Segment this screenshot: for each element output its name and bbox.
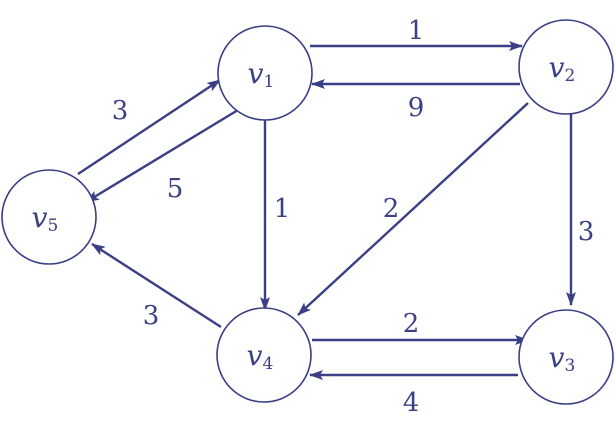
node-label-v4: v4 xyxy=(247,339,274,374)
edge-weight-v3-to-v4: 4 xyxy=(403,388,420,418)
node-circle-v5 xyxy=(1,169,97,265)
node-circle-v3 xyxy=(518,309,614,405)
edge-weight-v2-to-v4: 2 xyxy=(383,194,400,224)
node-v1: v1 xyxy=(217,25,313,121)
node-v4: v4 xyxy=(216,307,312,403)
edge-v1-to-v5 xyxy=(85,108,239,204)
edge-weight-v5-to-v1: 3 xyxy=(112,96,129,126)
node-letter: v xyxy=(549,341,565,374)
edge-weight-v4-to-v5: 3 xyxy=(143,301,160,331)
edge-weight-v2-to-v3: 3 xyxy=(578,217,595,247)
node-circle-v1 xyxy=(217,25,313,121)
node-letter: v xyxy=(32,201,48,234)
edge-weight-v4-to-v3: 2 xyxy=(403,309,420,339)
node-letter: v xyxy=(248,57,264,90)
node-circle-v2 xyxy=(518,19,614,115)
node-label-v3: v3 xyxy=(549,341,576,376)
node-subscript: 4 xyxy=(263,354,274,374)
node-v3: v3 xyxy=(518,309,614,405)
edge-weight-v1-to-v4: 1 xyxy=(274,194,291,224)
node-subscript: 3 xyxy=(565,356,576,376)
node-subscript: 5 xyxy=(48,216,59,236)
node-label-v1: v1 xyxy=(248,57,275,92)
node-letter: v xyxy=(549,51,565,84)
edge-weight-v1-to-v5: 5 xyxy=(167,174,184,204)
node-v2: v2 xyxy=(518,19,614,115)
node-circle-v4 xyxy=(216,307,312,403)
edge-weight-v1-to-v2: 1 xyxy=(408,16,425,46)
node-subscript: 2 xyxy=(565,66,576,86)
node-letter: v xyxy=(247,339,263,372)
node-label-v2: v2 xyxy=(549,51,576,86)
edge-v4-to-v5 xyxy=(91,242,222,329)
edge-v5-to-v1 xyxy=(77,78,221,176)
node-label-v5: v5 xyxy=(32,201,59,236)
edge-weight-v2-to-v1: 9 xyxy=(408,93,425,123)
node-v5: v5 xyxy=(1,169,97,265)
edge-v2-to-v4 xyxy=(297,102,529,316)
node-subscript: 1 xyxy=(264,72,275,92)
